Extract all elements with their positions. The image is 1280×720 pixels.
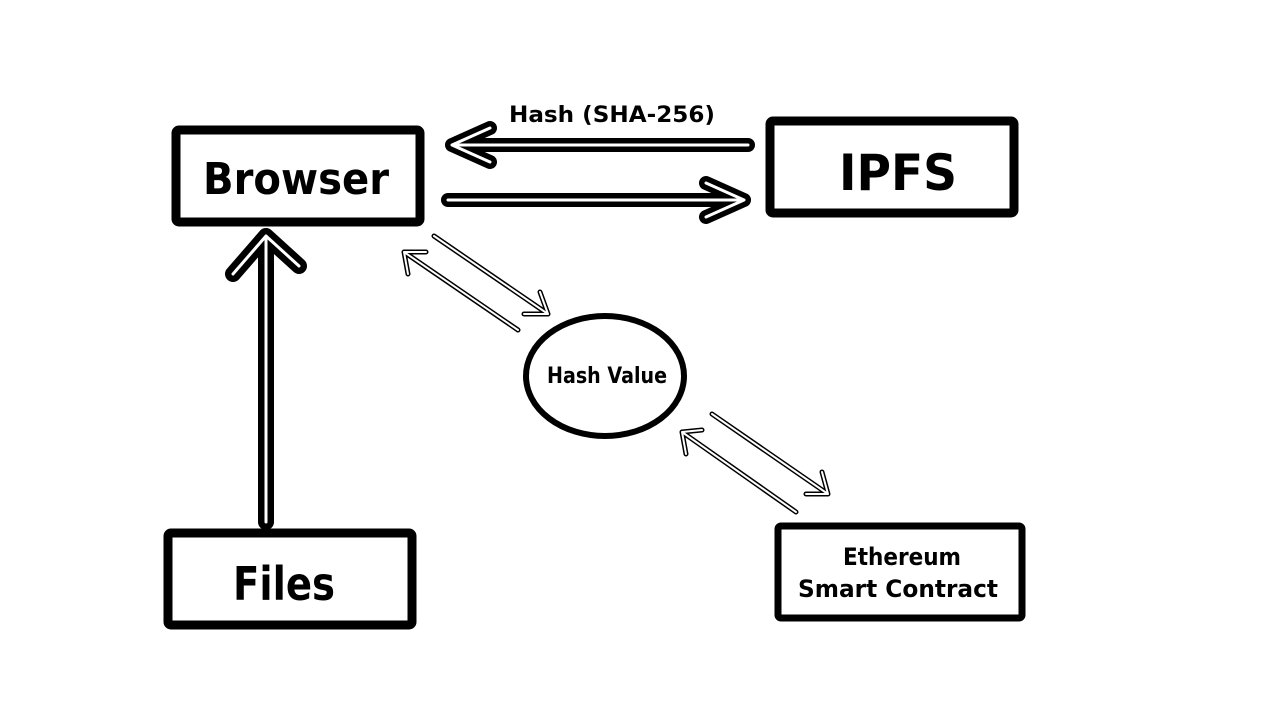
arrow-browser-to-ipfs (441, 176, 751, 224)
files-label: Files (233, 557, 335, 611)
arrow-ethereum-to-hash-value (679, 427, 799, 515)
browser-label: Browser (203, 154, 389, 205)
arrow-hash-value-to-browser (401, 249, 521, 333)
hash-value-label: Hash Value (547, 364, 667, 389)
browser-node: Browser (171, 125, 425, 227)
files-node: Files (163, 528, 417, 630)
arrow-ipfs-to-browser (445, 121, 755, 169)
ipfs-label: IPFS (839, 144, 957, 202)
ethereum-label-line1: Ethereum (843, 543, 961, 571)
ethereum-label-line2: Smart Contract (798, 575, 998, 603)
edge-label-hash-sha256: Hash (SHA-256) (509, 103, 715, 128)
arrow-hash-value-to-ethereum (709, 411, 831, 497)
ipfs-node: IPFS (765, 116, 1019, 218)
ethereum-node: Ethereum Smart Contract (774, 522, 1026, 622)
arrow-files-to-browser (225, 228, 307, 530)
hash-value-node: Hash Value (523, 313, 687, 439)
arrow-browser-to-hash-value (431, 233, 551, 317)
